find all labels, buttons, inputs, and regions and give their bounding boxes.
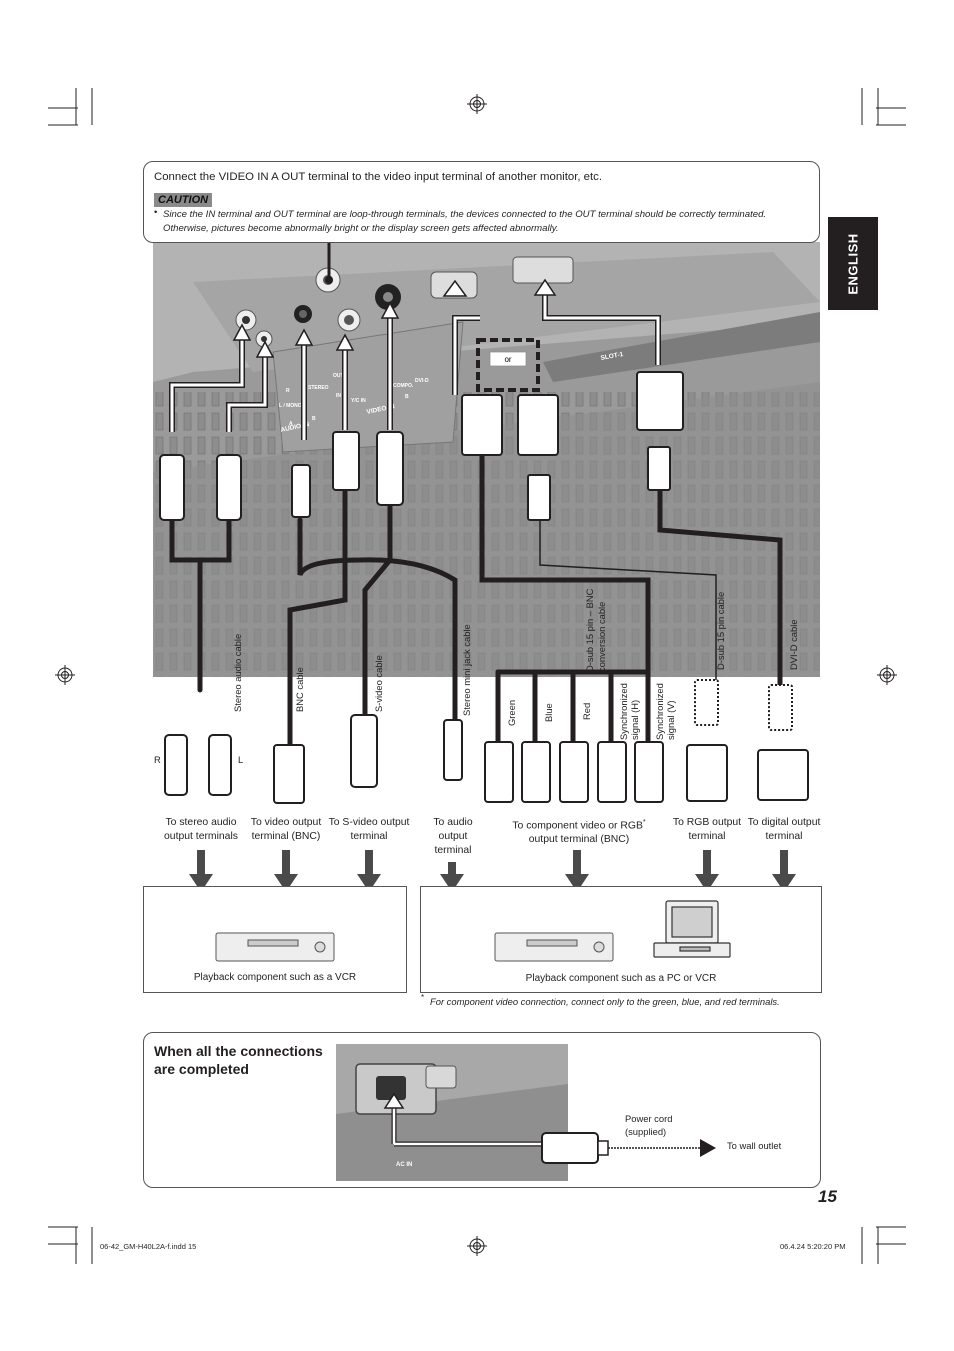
completed-title: When all the connections are completed [154,1043,323,1077]
dest-video-bnc: To video output terminal (BNC) [250,817,322,842]
power-cord [541,1132,716,1164]
dest-audio: To audio output terminal [433,817,473,856]
dest-rgb: To RGB output terminal [672,817,742,842]
panel-stereo-label: STEREO [308,385,329,391]
power-cord-label: Power cord (supplied) [625,1113,673,1137]
vcr-icon [215,932,335,962]
right-box-caption: Playback component such as a PC or VCR [525,973,717,984]
registration-mark-top [467,94,487,114]
completed-box [143,1032,821,1188]
caution-text: Since the IN terminal and OUT terminal a… [163,209,767,234]
or-label: or [504,355,511,364]
left-box-caption: Playback component such as a VCR [193,972,357,983]
slug-timestamp: 06.4.24 5:20:20 PM [780,1242,846,1251]
panel-a-label: A [289,421,293,427]
registration-mark-bottom [467,1236,487,1256]
panel-dvid-label: DVI-D [415,378,429,384]
slot-label: SLOT-1 [600,351,624,362]
dest-component: To component video or RGB*output termina… [512,819,646,846]
ac-in-label: AC IN [396,1162,412,1168]
plug-l-label: L [238,754,244,765]
footnote-mark: * [421,993,425,1002]
panel-out-label: OUT [333,373,344,379]
note-main-text: Connect the VIDEO IN A OUT terminal to t… [154,171,603,183]
panel-b-label: B [312,416,316,422]
plug-r-label: R [154,754,161,765]
note-box [143,161,820,243]
dest-stereo-audio: To stereo audio output terminals [164,817,238,842]
registration-mark-left [55,665,75,685]
vcr-icon-2 [494,932,614,962]
page-number: 15 [818,1187,837,1206]
power-illustration: AC IN [336,1044,568,1181]
panel-b2-label: B [405,394,409,400]
caution-bullet: • [154,207,158,218]
registration-mark-right [877,665,897,685]
panel-in-label: IN [336,393,341,399]
panel-yc-in-label: Y/C IN [351,398,366,404]
panel-compo-label: COMPO. [393,383,414,389]
component-box-right [420,886,822,993]
wall-outlet-label: To wall outlet [727,1140,782,1151]
dest-s-video: To S-video output terminal [328,817,410,842]
caution-badge: CAUTION [154,193,213,207]
dest-digital: To digital output terminal [747,817,821,842]
panel-l-mono-label: L / MONO [279,403,302,409]
panel-r-label: R [286,388,290,394]
language-tab: ENGLISH [828,217,878,310]
slug-file: 06-42_GM-H40L2A-f.indd 15 [100,1242,197,1251]
footnote-text: For component video connection, connect … [430,996,780,1007]
pc-monitor-icon [653,900,731,958]
